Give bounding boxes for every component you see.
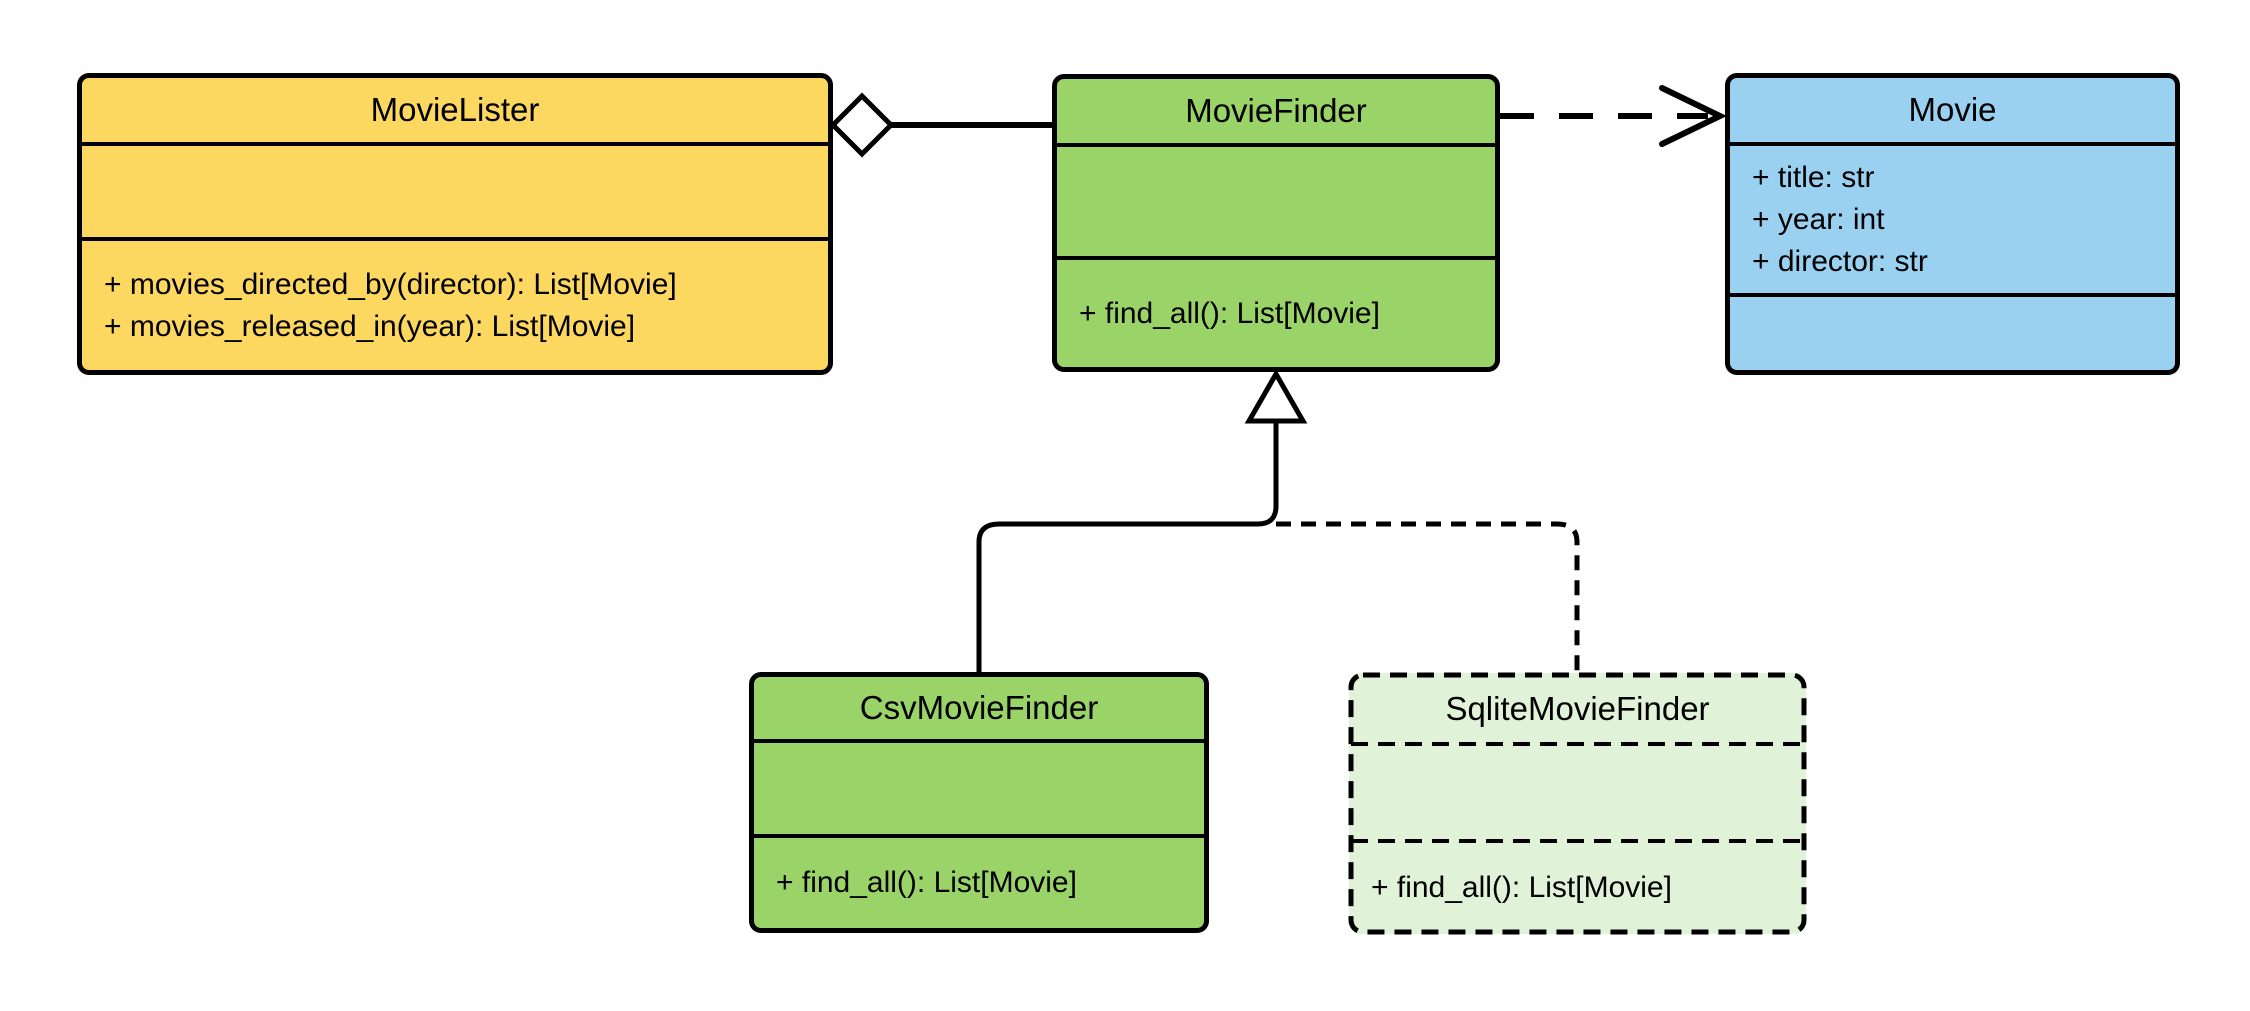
class-name: SqliteMovieFinder (1445, 689, 1710, 727)
inheritance-connector-sqlitemoviefinder-moviefinder[interactable] (1276, 521, 1580, 673)
method-text: + find_all(): List[Movie] (776, 866, 1077, 899)
class-moviefinder[interactable]: MovieFinder + find_all(): List[Movie] (1052, 74, 1500, 372)
class-methods-compartment: + find_all(): List[Movie] (1349, 841, 1806, 934)
attribute-text: + title: str (1752, 160, 1875, 194)
class-title-compartment: SqliteMovieFinder (1349, 673, 1806, 744)
hollow-diamond-icon (829, 92, 895, 158)
method-text: + find_all(): List[Movie] (1371, 870, 1672, 904)
method-text: + movies_directed_by(director): List[Mov… (104, 267, 677, 301)
method-text: + movies_released_in(year): List[Movie] (104, 309, 636, 343)
attribute-text: + director: str (1752, 244, 1928, 278)
class-sqlitemoviefinder[interactable]: SqliteMovieFinder + find_all(): List[Mov… (1349, 673, 1806, 934)
hollow-triangle-icon (1244, 368, 1308, 424)
class-title-compartment: CsvMovieFinder (754, 677, 1204, 743)
class-methods-compartment: + find_all(): List[Movie] (754, 838, 1204, 928)
open-arrowhead-icon (1659, 85, 1727, 147)
class-name: Movie (1908, 91, 1997, 128)
class-movie[interactable]: Movie + title: str + year: int + directo… (1725, 73, 2180, 375)
class-name: CsvMovieFinder (859, 689, 1099, 726)
class-movielister[interactable]: MovieLister + movies_directed_by(directo… (77, 73, 833, 375)
attribute-text: + year: int (1752, 202, 1885, 236)
dependency-connector-moviefinder-movie[interactable] (1500, 85, 1727, 147)
class-attributes-compartment (1057, 147, 1495, 260)
aggregation-connector-movielister-moviefinder[interactable] (829, 92, 1052, 158)
method-text: + find_all(): List[Movie] (1079, 296, 1380, 330)
class-attributes-compartment (82, 146, 828, 241)
class-csvmoviefinder[interactable]: CsvMovieFinder + find_all(): List[Movie] (749, 672, 1209, 933)
class-title-compartment: MovieLister (82, 78, 828, 146)
class-title-compartment: Movie (1730, 78, 2175, 146)
class-name: MovieFinder (1185, 92, 1367, 129)
class-title-compartment: MovieFinder (1057, 79, 1495, 147)
inheritance-connector-csvmoviefinder-moviefinder[interactable] (976, 421, 1279, 672)
class-methods-compartment (1730, 297, 2175, 370)
class-name: MovieLister (370, 91, 540, 128)
class-methods-compartment: + movies_directed_by(director): List[Mov… (82, 241, 828, 370)
class-attributes-compartment: + title: str + year: int + director: str (1730, 146, 2175, 297)
class-attributes-compartment (754, 743, 1204, 838)
class-attributes-compartment (1349, 744, 1806, 841)
class-methods-compartment: + find_all(): List[Movie] (1057, 260, 1495, 367)
